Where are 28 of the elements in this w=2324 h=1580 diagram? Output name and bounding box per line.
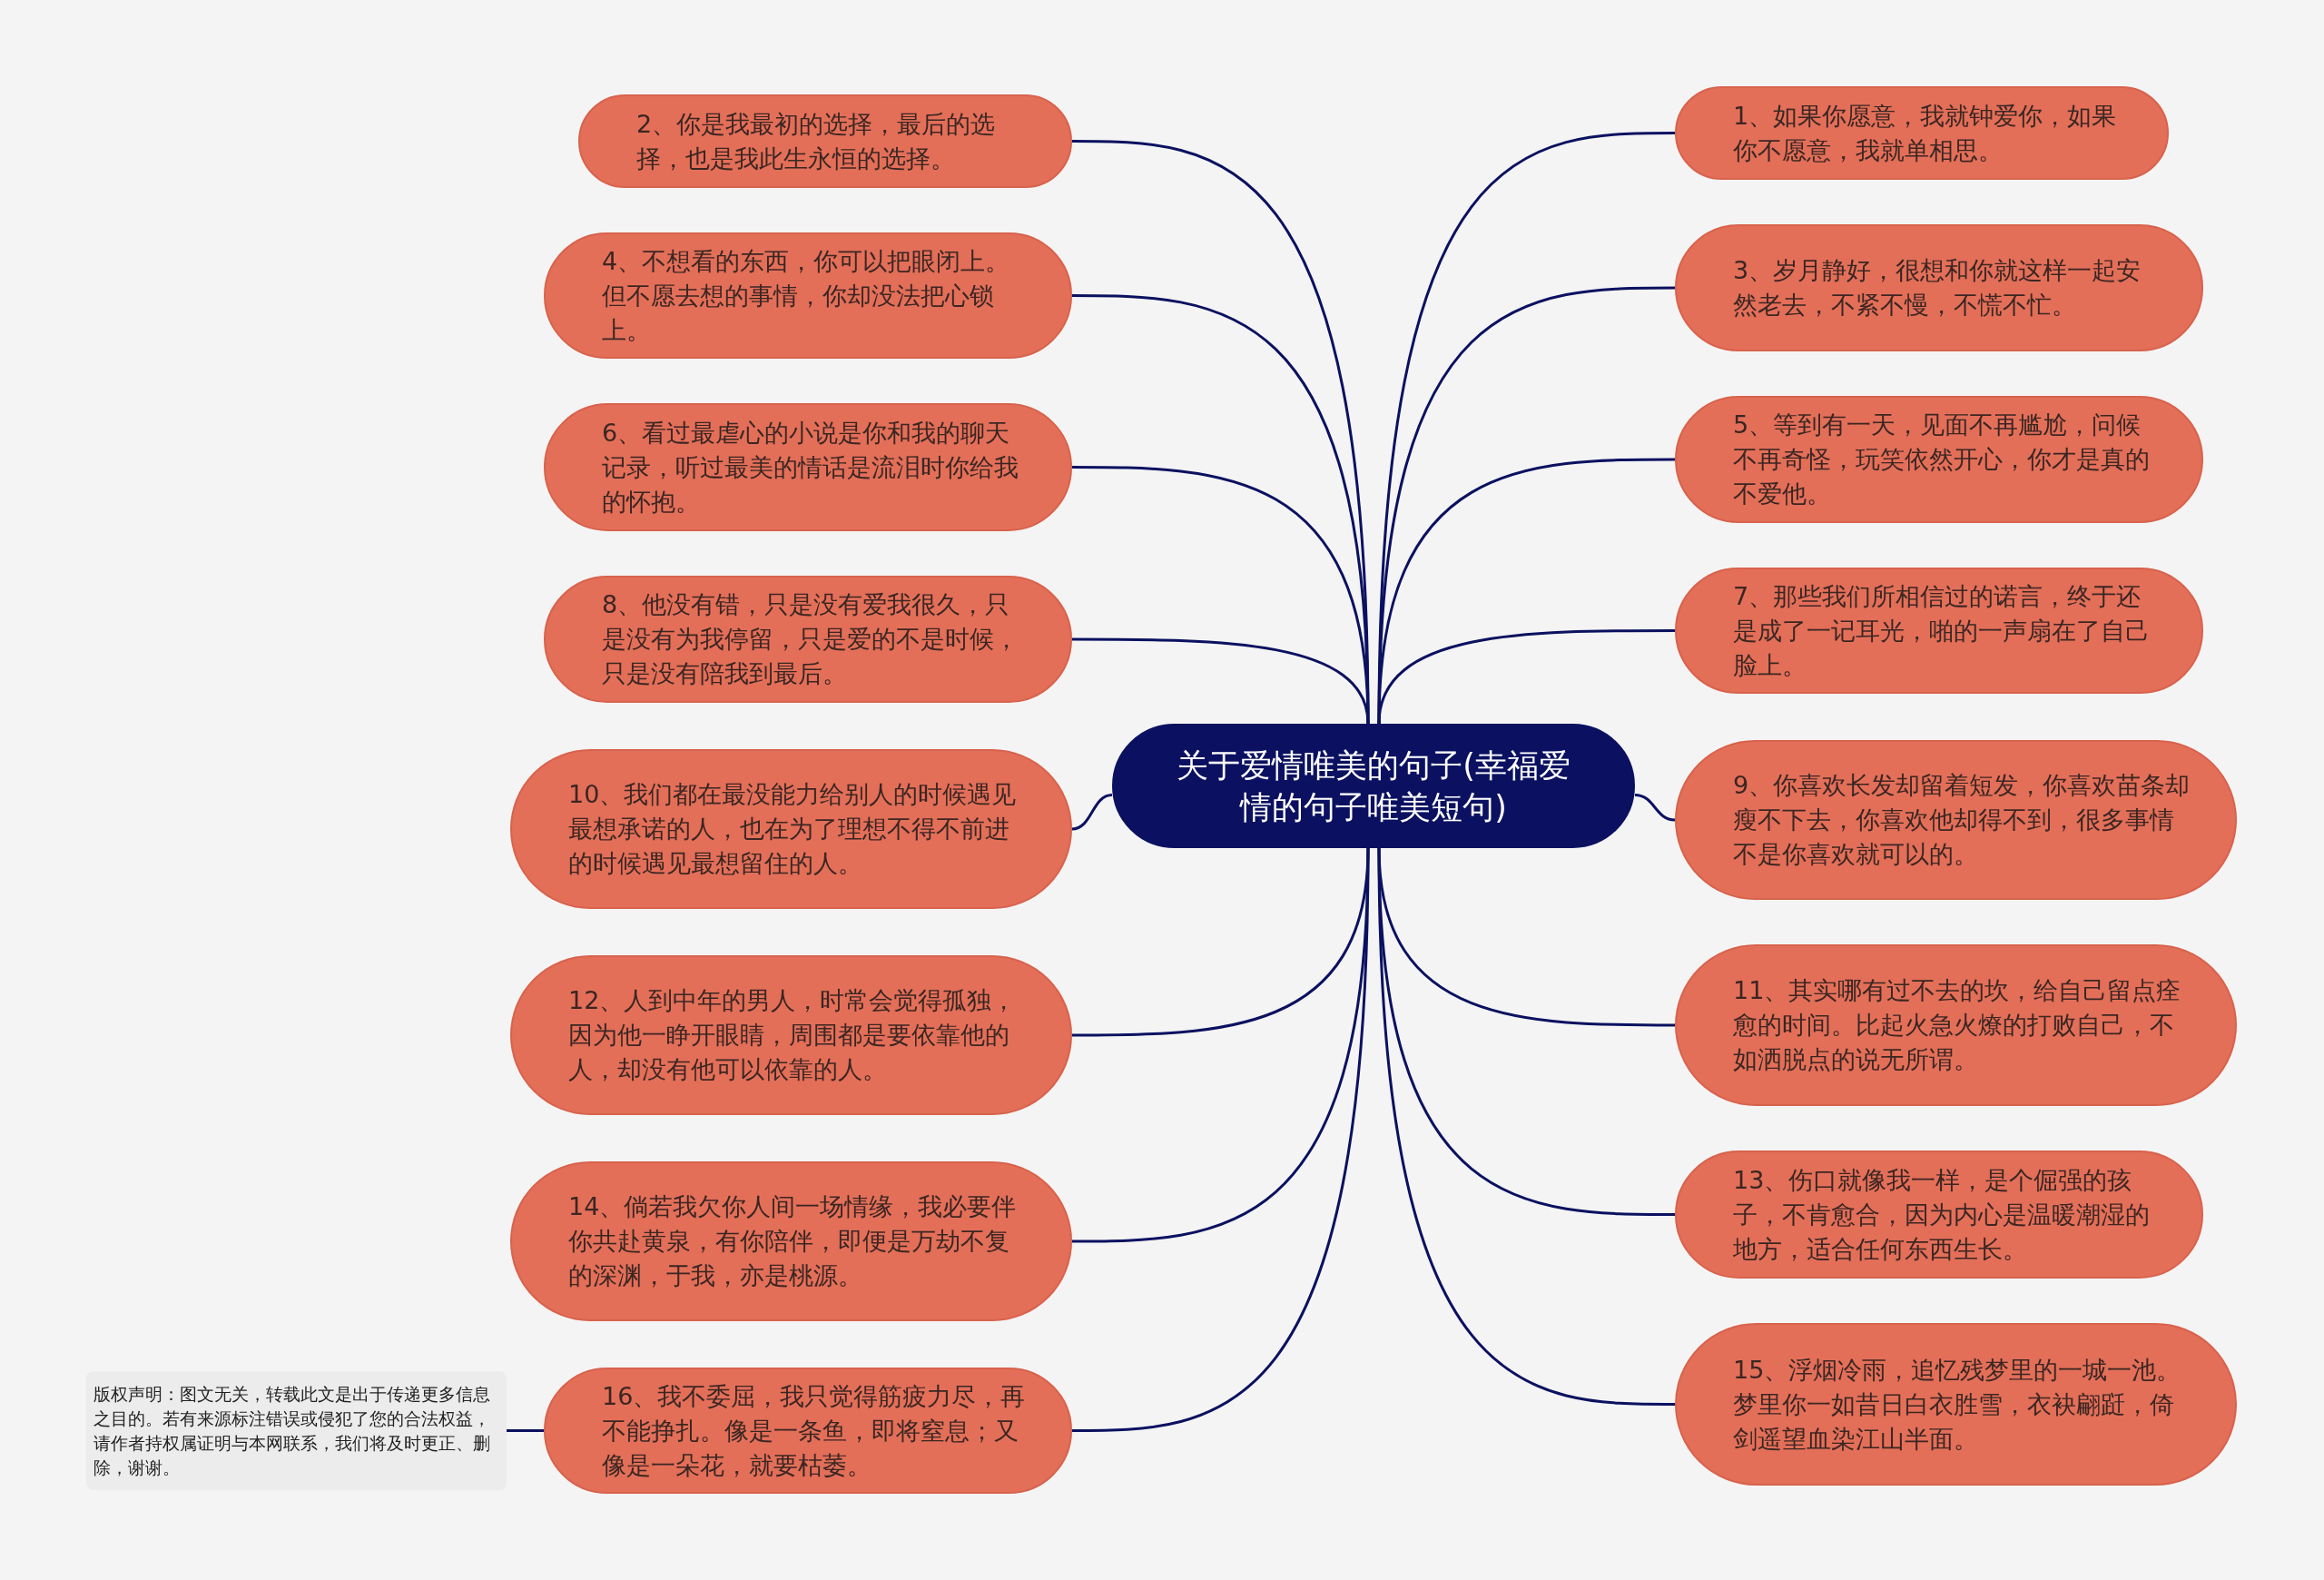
connector-line [1072, 637, 1370, 725]
topic-text: 10、我们都在最没能力给别人的时候遇见最想承诺的人，也在为了理想不得不前进的时候遇见最想留住的人。 [568, 779, 1018, 879]
topic-text: 13、伤口就像我一样，是个倔强的孩子，不肯愈合，因为内心是温暖潮湿的地方，适合任何东西生长。 [1733, 1164, 2151, 1265]
topic-text: 9、你喜欢长发却留着短发，你喜欢苗条却瘦不下去，你喜欢他却得不到，很多事情不是你喜欢就可以的。 [1733, 770, 2191, 870]
connector-line [1377, 629, 1675, 725]
connector-line [507, 1429, 544, 1432]
topic-text: 12、人到中年的男人，时常会觉得孤独，因为他一睁开眼睛，周围都是要依靠他的人，却没有他可以依靠的人。 [568, 985, 1018, 1085]
connector-line [1072, 847, 1370, 1432]
copyright-note-text: 版权声明：图文无关，转载此文是出于传递更多信息之目的。若有来源标注错误或侵犯了您的合法权益，请作者持权属证明与本网联系，我们将及时更正、删除，谢谢。 [94, 1382, 491, 1479]
connector-line [1377, 286, 1675, 725]
connector-line [1634, 794, 1676, 822]
topic-text: 16、我不委屈，我只觉得筋疲力尽，再不能挣扎。像是一条鱼，即将窒息；又像是一朵花，就要枯萎。 [602, 1380, 1027, 1481]
topic-text: 15、浮烟冷雨，追忆残梦里的一城一池。梦里你一如昔日白衣胜雪，衣袂翩跹，倚剑遥望血染江山半面。 [1733, 1354, 2182, 1455]
copyright-note-box [86, 1371, 507, 1490]
topic-text: 14、倘若我欠你人间一场情缘，我必要伴你共赴黄泉，有你陪伴，即便是万劫不复的深渊，于我，亦是桃源。 [568, 1191, 1018, 1291]
topic-text: 2、你是我最初的选择，最后的选择，也是我此生永恒的选择。 [636, 108, 997, 174]
central-topic-text: 关于爱情唯美的句子(幸福爱情的句子唯美短句) [1176, 746, 1571, 827]
topic-text: 8、他没有错，只是没有爱我很久，只是没有为我停留，只是爱的不是时候，只是没有陪我到最后。 [602, 589, 1019, 689]
topic-text: 5、等到有一天，见面不再尴尬，问候不再奇怪，玩笑依然开心，你才是真的不爱他。 [1733, 410, 2151, 509]
topic-text: 11、其实哪有过不去的坎，给自己留点痊愈的时间。比起火急火燎的打败自己，不如洒脱点的说无所谓。 [1733, 975, 2182, 1075]
topic-text: 7、那些我们所相信过的诺言，终于还是成了一记耳光，啪的一声扇在了自己脸上。 [1733, 580, 2151, 681]
connector-line [1377, 458, 1675, 725]
topic-text: 3、岁月静好，很想和你就这样一起安然老去，不紧不慢，不慌不忙。 [1733, 255, 2142, 321]
connector-line [1071, 794, 1113, 831]
connector-line [1377, 847, 1675, 1406]
topic-text: 4、不想看的东西，你可以把眼闭上。但不愿去想的事情，你却没法把心锁上。 [602, 245, 1011, 346]
topic-text: 1、如果你愿意，我就钟爱你，如果你不愿意，我就单相思。 [1733, 100, 2118, 166]
topic-text: 6、看过最虐心的小说是你和我的聊天记录，听过最美的情话是流泪时你给我的怀抱。 [602, 417, 1019, 518]
